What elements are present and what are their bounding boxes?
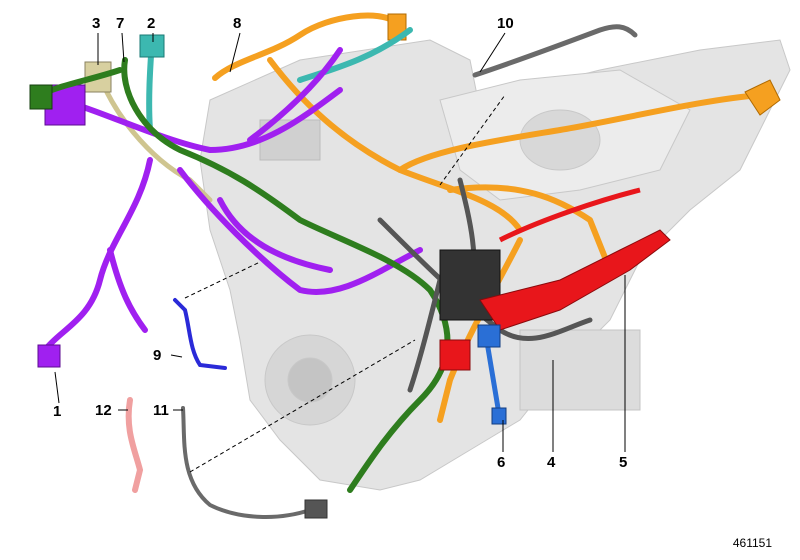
callout-10: 10	[497, 15, 514, 32]
callout-4: 4	[547, 454, 556, 471]
connector-1-end	[37, 344, 61, 368]
harness-9-blue	[173, 298, 227, 370]
harness-1-purple	[42, 47, 423, 353]
callout-1: 1	[53, 403, 62, 420]
connector-2-teal	[139, 34, 165, 58]
harness-10-gray	[472, 24, 638, 78]
diagram-reference-number: 461151	[732, 536, 772, 550]
callout-7: 7	[116, 15, 125, 32]
harness-5-red	[439, 187, 671, 371]
part-12-pink	[125, 397, 144, 493]
callout-6: 6	[497, 454, 506, 471]
leader-lines	[54, 32, 626, 473]
connector-orange-right	[744, 79, 781, 116]
part-11-gray-cable	[181, 406, 312, 519]
connector-7-green	[29, 84, 53, 110]
callout-12: 12	[95, 402, 112, 419]
callout-2: 2	[147, 15, 156, 32]
callout-11: 11	[153, 402, 169, 419]
part-11-connector	[304, 499, 328, 519]
callout-8: 8	[233, 15, 242, 32]
callout-3: 3	[92, 15, 101, 32]
callout-5: 5	[619, 454, 628, 471]
connector-6-end	[491, 407, 507, 425]
harness-3-khaki	[95, 67, 213, 203]
harness-8-orange	[212, 12, 763, 423]
connector-6-blue	[477, 324, 501, 348]
callout-9: 9	[153, 347, 162, 364]
